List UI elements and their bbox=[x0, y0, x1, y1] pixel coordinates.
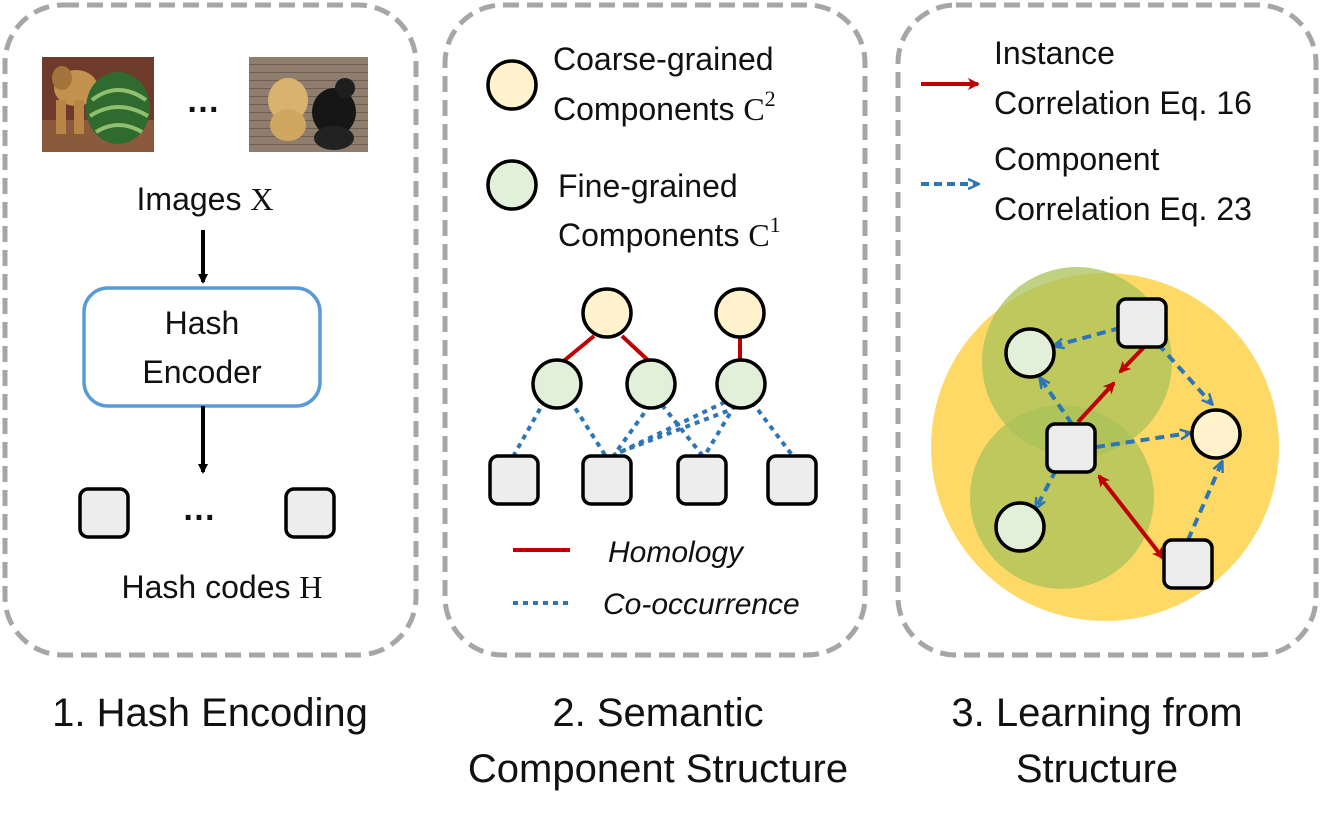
panel-learning-from-structure bbox=[895, 2, 1319, 658]
cooccurrence-edges bbox=[512, 398, 794, 457]
panel-hash-encoding bbox=[2, 2, 419, 658]
coarse-node bbox=[1190, 408, 1242, 460]
component-label-line2: Correlation Eq. 23 bbox=[994, 191, 1252, 227]
instance-correlation-arrows bbox=[1076, 343, 1165, 560]
hash-code-node bbox=[1045, 422, 1097, 474]
hash-code-node bbox=[284, 487, 336, 539]
hash-code-node bbox=[676, 454, 728, 506]
caption-panel2-line1: 2. Semantic bbox=[552, 691, 763, 735]
images-ellipsis: … bbox=[186, 82, 220, 120]
coarse-node bbox=[581, 287, 633, 339]
encoder-line2: Encoder bbox=[142, 354, 262, 390]
hash-code-node bbox=[78, 487, 130, 539]
hash-code-node bbox=[766, 454, 818, 506]
fine-label-line1: Fine-grained bbox=[558, 168, 738, 204]
fine-legend-node bbox=[486, 159, 538, 211]
fine-node bbox=[625, 358, 677, 410]
image-dog-watermelon bbox=[42, 57, 154, 152]
legend-homology-label: Homology bbox=[608, 536, 745, 569]
hash-code-node bbox=[1162, 538, 1214, 590]
hash-code-node bbox=[1116, 297, 1168, 349]
legend-cooccurrence-label: Co-occurrence bbox=[603, 588, 800, 621]
hash-code-node bbox=[581, 454, 633, 506]
fine-node bbox=[1004, 327, 1056, 379]
hash-code-node bbox=[488, 454, 540, 506]
caption-panel3-line1: 3. Learning from bbox=[951, 691, 1242, 735]
fine-label-line2: Components C1 bbox=[558, 212, 781, 253]
hash-codes-label: Hash codes H bbox=[122, 569, 323, 605]
fine-node bbox=[715, 358, 767, 410]
fine-node bbox=[994, 501, 1046, 553]
caption-panel1: 1. Hash Encoding bbox=[52, 691, 368, 735]
coarse-label-line1: Coarse-grained bbox=[553, 41, 774, 77]
coarse-legend-node bbox=[486, 59, 538, 111]
caption-panel3-line2: Structure bbox=[1016, 747, 1178, 791]
instance-label-line2: Correlation Eq. 16 bbox=[994, 85, 1252, 121]
image-two-dogs bbox=[249, 57, 368, 152]
codes-ellipsis: … bbox=[182, 490, 216, 528]
component-label-line1: Component bbox=[994, 141, 1160, 177]
encoder-line1: Hash bbox=[165, 305, 240, 341]
fine-node bbox=[531, 358, 583, 410]
panel-semantic-structure bbox=[442, 2, 868, 658]
images-label: Images X bbox=[137, 181, 274, 217]
coarse-node bbox=[714, 287, 766, 339]
coarse-label-line2: Components C2 bbox=[553, 86, 776, 127]
instance-label-line1: Instance bbox=[994, 35, 1115, 71]
component-correlation-arrows bbox=[1036, 326, 1222, 541]
caption-panel2-line2: Component Structure bbox=[468, 747, 848, 791]
